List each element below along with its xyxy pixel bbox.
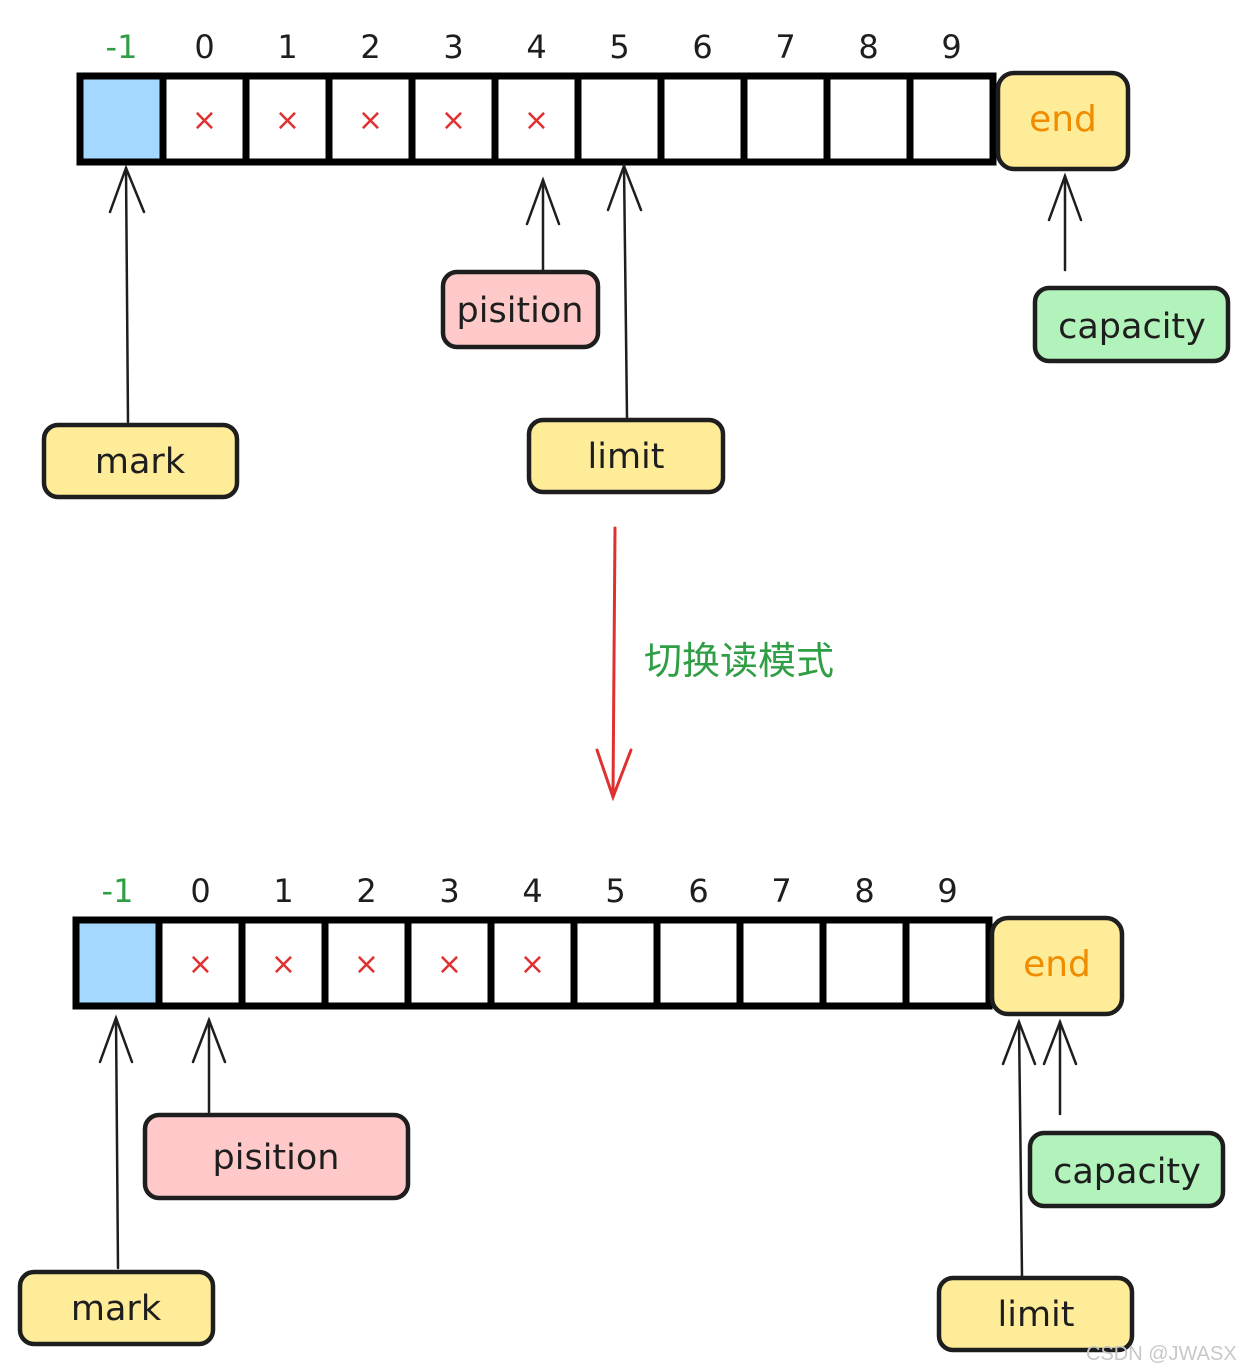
mark-arrow (124, 166, 130, 424)
index-label: 0 (194, 28, 214, 66)
mark-label: mark (71, 1289, 162, 1329)
buffer-cell (823, 72, 914, 166)
mark-arrow (114, 1016, 120, 1270)
limit-label: limit (588, 437, 665, 477)
written-marker: × (441, 103, 466, 138)
bottom-position-pointer: pisition (142, 1016, 411, 1201)
position-arrowhead (191, 1016, 227, 1064)
written-marker: × (524, 103, 549, 138)
bottom-capacity-pointer: capacity (1027, 1018, 1226, 1209)
index-label: 5 (609, 28, 629, 66)
buffer-cell (657, 72, 748, 166)
end-box (989, 915, 1125, 1017)
buffer-cell (487, 916, 578, 1010)
limit-arrow (1017, 1020, 1024, 1278)
buffer-cell (574, 72, 665, 166)
limit-arrowhead (1001, 1018, 1037, 1066)
index-label: 7 (771, 872, 791, 910)
watermark: CSDN @JWASX (1086, 1343, 1237, 1365)
index-label: 4 (522, 872, 542, 910)
index-label: 4 (526, 28, 546, 66)
transition-arrow (611, 526, 617, 797)
capacity-label: capacity (1058, 307, 1206, 347)
mark-box (17, 1269, 216, 1347)
end-box (995, 70, 1131, 172)
index-label: 3 (439, 872, 459, 910)
written-marker: × (354, 947, 379, 982)
index-label: 8 (858, 28, 878, 66)
index-label: 6 (688, 872, 708, 910)
buffer-cell (325, 72, 416, 166)
mark-arrowhead (108, 164, 146, 214)
written-marker: × (437, 947, 462, 982)
index-label: 0 (190, 872, 210, 910)
index-label: 7 (775, 28, 795, 66)
mark-arrowhead (98, 1014, 134, 1064)
index-label: -1 (102, 872, 134, 910)
capacity-box (1027, 1130, 1226, 1209)
index-label: 8 (854, 872, 874, 910)
index-label: -1 (106, 28, 138, 66)
position-box (142, 1112, 411, 1201)
buffer-cell (653, 916, 744, 1010)
written-marker: × (358, 103, 383, 138)
limit-label: limit (998, 1295, 1075, 1335)
index-label: 2 (356, 872, 376, 910)
end-label: end (1029, 99, 1097, 140)
buffer-cell (491, 72, 582, 166)
position-label: pisition (457, 291, 584, 331)
capacity-label: capacity (1053, 1152, 1201, 1192)
mark-cell (72, 916, 163, 1010)
capacity-arrowhead (1042, 1018, 1078, 1066)
buffer-cell (159, 72, 250, 166)
transition-arrowhead (595, 748, 633, 802)
written-marker: × (271, 947, 296, 982)
index-label: 2 (360, 28, 380, 66)
position-label: pisition (213, 1138, 340, 1178)
position-arrowhead (525, 176, 561, 226)
index-label: 9 (937, 872, 957, 910)
transition-label: 切换读模式 (644, 639, 834, 683)
index-label: 1 (277, 28, 297, 66)
top-position-pointer: pisition (440, 176, 601, 350)
mode-transition: 切换读模式 (595, 526, 834, 802)
limit-arrow (622, 164, 629, 420)
position-box (440, 269, 601, 350)
bottom-limit-pointer: limit (936, 1018, 1135, 1353)
bottom-mark-pointer: mark (17, 1014, 216, 1347)
mark-cell (76, 72, 167, 166)
written-marker: × (520, 947, 545, 982)
top-limit-pointer: limit (526, 162, 726, 495)
buffer-cell (570, 916, 661, 1010)
mark-box (41, 422, 240, 500)
buffer-cell (740, 72, 831, 166)
index-label: 1 (273, 872, 293, 910)
write-mode-buffer: -1 0 × 1 × 2 × 3 × 4 × 5 6 7 8 9 end (76, 28, 1131, 172)
written-marker: × (188, 947, 213, 982)
index-label: 9 (941, 28, 961, 66)
read-mode-buffer: -1 0 × 1 × 2 × 3 × 4 × 5 6 7 8 9 end (72, 872, 1125, 1017)
index-label: 3 (443, 28, 463, 66)
limit-box (936, 1275, 1135, 1353)
buffer-cell (819, 916, 910, 1010)
top-capacity-pointer: capacity (1032, 172, 1231, 364)
capacity-arrowhead (1047, 172, 1083, 222)
buffer-cell (902, 916, 993, 1010)
limit-arrowhead (606, 162, 643, 212)
limit-box (526, 417, 726, 495)
buffer-cell (736, 916, 827, 1010)
buffer-cell (242, 72, 333, 166)
index-label: 6 (692, 28, 712, 66)
buffer-cell (906, 72, 997, 166)
written-marker: × (192, 103, 217, 138)
capacity-box (1032, 285, 1231, 364)
index-label: 5 (605, 872, 625, 910)
written-marker: × (275, 103, 300, 138)
top-mark-pointer: mark (41, 164, 240, 500)
mark-label: mark (95, 442, 186, 482)
end-label: end (1023, 944, 1091, 985)
